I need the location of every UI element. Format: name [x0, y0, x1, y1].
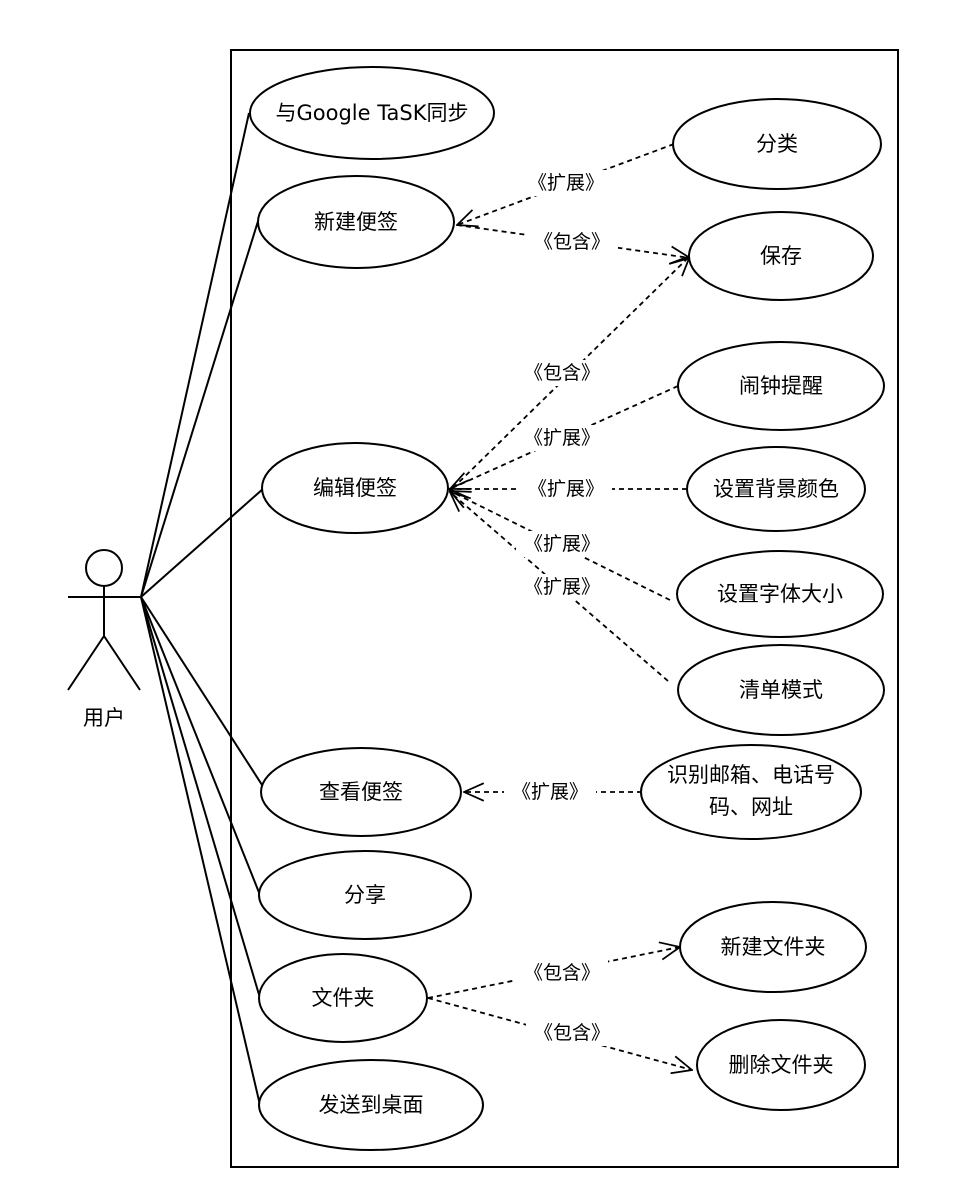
use-case-share[interactable] — [258, 850, 472, 940]
extend-label: 《扩展》 — [512, 781, 588, 803]
include-label: 《包含》 — [534, 1022, 610, 1044]
extend-label: 《扩展》 — [528, 478, 604, 500]
use-case-set-font-size[interactable] — [676, 550, 884, 638]
use-case-label: 分享 — [344, 883, 386, 907]
extend-label-backdrop — [516, 425, 608, 451]
use-case-label-line1: 识别邮箱、电话号 — [667, 763, 835, 787]
use-case-label: 发送到桌面 — [319, 1093, 424, 1117]
use-case-sync-google-task[interactable] — [249, 66, 495, 160]
actor-right-leg — [103, 635, 141, 691]
association-edit-note — [140, 487, 265, 598]
use-case-save[interactable] — [688, 211, 874, 301]
association-share — [140, 596, 261, 896]
extend-label-backdrop — [516, 574, 608, 600]
association-lines — [140, 112, 265, 1106]
use-case-label: 分类 — [756, 132, 798, 156]
use-case-label: 删除文件夹 — [729, 1053, 834, 1077]
association-new-note — [140, 217, 260, 598]
use-case-label: 保存 — [760, 244, 802, 268]
use-case-label: 与Google TaSK同步 — [275, 101, 468, 125]
use-case-folder[interactable] — [258, 953, 428, 1043]
actor-left-leg — [67, 635, 105, 691]
use-case-recognize-contacts[interactable] — [640, 744, 862, 840]
use-case-label: 新建便签 — [314, 210, 398, 234]
use-case-label: 编辑便签 — [313, 476, 397, 500]
include-label-backdrop — [526, 229, 618, 255]
use-case-checklist-mode[interactable] — [677, 644, 885, 736]
extend-label-backdrop — [520, 476, 612, 502]
use-case-label-line2: 码、网址 — [709, 795, 793, 819]
extend-category-to-new-note — [457, 143, 675, 225]
extend-label: 《扩展》 — [528, 172, 604, 194]
association-sync-google-task — [140, 112, 250, 598]
use-case-edit-note[interactable] — [261, 442, 449, 534]
include-label: 《包含》 — [524, 962, 600, 984]
use-case-label: 文件夹 — [312, 986, 375, 1010]
use-case-view-note[interactable] — [260, 747, 462, 837]
association-view-note — [140, 596, 265, 789]
extend-label: 《扩展》 — [524, 427, 600, 449]
use-case-new-folder[interactable] — [679, 901, 867, 993]
dependency-lines — [427, 143, 692, 1070]
use-case-label: 查看便签 — [319, 780, 403, 804]
extend-label-backdrop — [516, 531, 608, 557]
actor-head — [85, 549, 123, 587]
extend-label-backdrop — [504, 779, 596, 805]
use-case-delete-folder[interactable] — [696, 1019, 866, 1111]
include-label-backdrop — [526, 1020, 618, 1046]
include-label: 《包含》 — [534, 231, 610, 253]
association-folder — [140, 596, 261, 999]
system-boundary — [230, 49, 899, 1168]
extend-font-size-to-edit-note — [450, 491, 671, 601]
include-label-backdrop — [516, 360, 608, 386]
use-case-label: 闹钟提醒 — [739, 374, 823, 398]
use-case-new-note[interactable] — [257, 175, 455, 269]
extend-label: 《扩展》 — [524, 533, 600, 555]
use-case-label: 新建文件夹 — [721, 935, 826, 959]
use-case-set-background-color[interactable] — [686, 446, 866, 532]
actor-label: 用户 — [83, 706, 125, 730]
use-case-category[interactable] — [672, 98, 882, 190]
association-send-to-desktop — [140, 596, 261, 1106]
use-case-send-to-desktop[interactable] — [258, 1059, 484, 1151]
include-label: 《包含》 — [524, 362, 600, 384]
extend-label-backdrop — [520, 170, 612, 196]
use-case-label: 清单模式 — [739, 678, 823, 702]
use-case-alarm-reminder[interactable] — [677, 341, 885, 431]
actor-figure — [67, 549, 141, 691]
use-case-label: 设置背景颜色 — [713, 477, 839, 501]
use-case-label: 设置字体大小 — [717, 582, 843, 606]
extend-alarm-to-edit-note — [450, 385, 679, 489]
include-label-backdrop — [516, 960, 608, 986]
extend-label: 《扩展》 — [524, 576, 600, 598]
